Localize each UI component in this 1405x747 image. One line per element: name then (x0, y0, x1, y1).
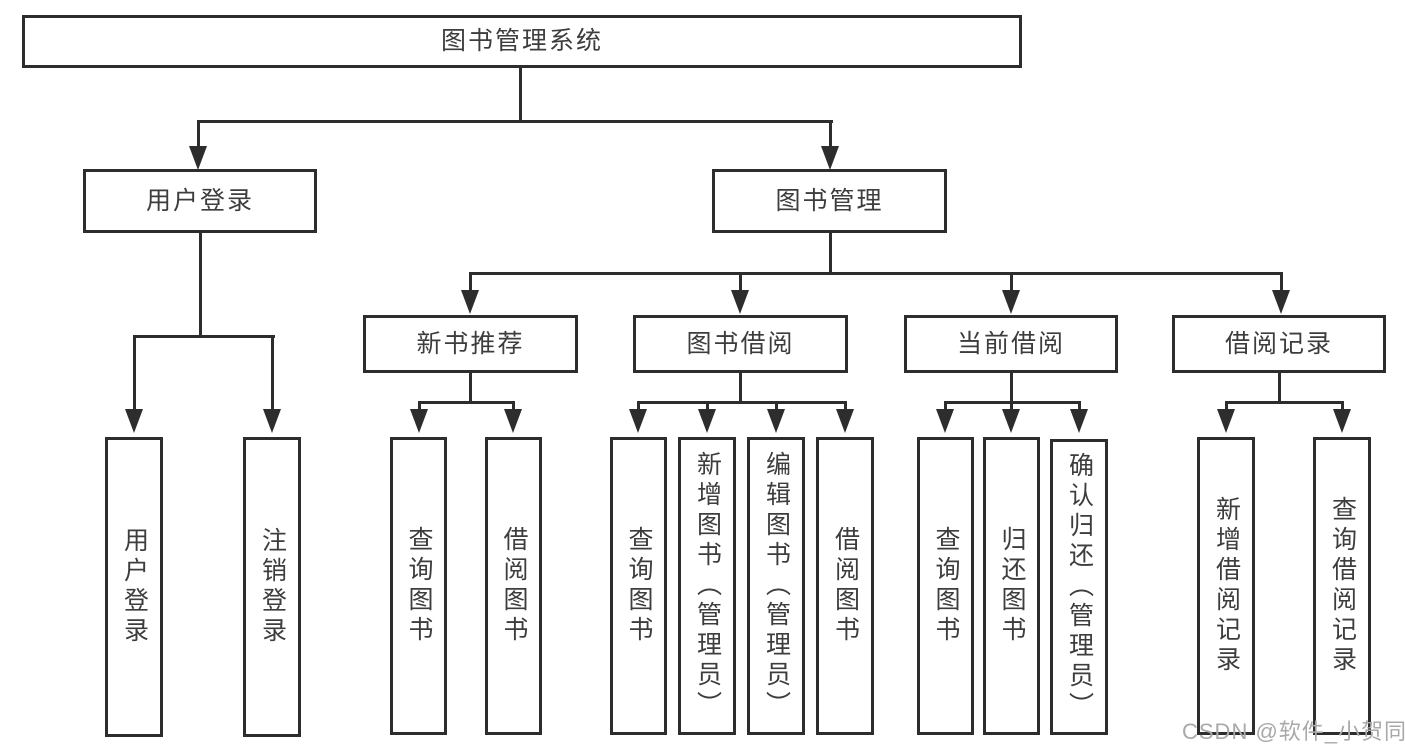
node-borrow-records: 借阅记录 (1172, 315, 1386, 373)
arrow-down-icon (263, 409, 281, 433)
node-cb-return-books: 归还图书 (983, 437, 1040, 735)
node-nb-borrow-books-label: 借阅图书 (500, 526, 528, 646)
arrow-down-icon (936, 409, 954, 433)
node-nb-query-books-label: 查询图书 (405, 526, 433, 646)
arrow-down-icon (821, 146, 839, 170)
node-cb-query-books: 查询图书 (917, 437, 974, 735)
connector-line (739, 373, 742, 403)
node-bb-edit-books-admin-label: 编辑图书（管理员） (762, 451, 791, 721)
node-current-borrow: 当前借阅 (904, 315, 1118, 373)
watermark: CSDN @软件_小贺同学 (1182, 719, 1405, 744)
connector-line (197, 120, 200, 150)
connector-line (739, 272, 742, 292)
connector-line (829, 232, 832, 274)
connector-line (1278, 373, 1281, 403)
node-bb-add-books-admin-label: 新增图书（管理员） (693, 451, 722, 721)
node-book-borrow: 图书借阅 (633, 315, 848, 373)
node-current-borrow-label: 当前借阅 (956, 329, 1065, 358)
arrow-down-icon (125, 409, 143, 433)
arrow-down-icon (189, 146, 207, 170)
node-bb-add-books-admin: 新增图书（管理员） (678, 437, 736, 735)
node-new-books-label: 新书推荐 (416, 329, 525, 358)
connector-line (1078, 401, 1081, 411)
node-user-login: 用户登录 (83, 169, 317, 233)
connector-line (829, 120, 832, 150)
arrow-down-icon (1002, 290, 1020, 314)
node-logout-action-label: 注销登录 (258, 527, 287, 647)
connector-line (637, 401, 846, 404)
node-new-books: 新书推荐 (363, 315, 578, 373)
connector-line (775, 401, 778, 411)
node-logout-action: 注销登录 (243, 437, 301, 737)
arrow-down-icon (461, 290, 479, 314)
node-bb-edit-books-admin: 编辑图书（管理员） (747, 437, 805, 735)
arrow-down-icon (1002, 409, 1020, 433)
connector-line (469, 373, 472, 403)
connector-line (418, 401, 515, 404)
connector-line (1010, 272, 1013, 292)
node-cb-confirm-return-admin-label: 确认归还（管理员） (1065, 452, 1094, 722)
arrow-down-icon (1070, 409, 1088, 433)
node-bb-query-books: 查询图书 (610, 437, 667, 735)
connector-line (133, 335, 136, 411)
node-cb-confirm-return-admin: 确认归还（管理员） (1050, 439, 1108, 735)
connector-line (418, 401, 421, 411)
node-user-login-label: 用户登录 (145, 186, 254, 215)
arrow-down-icon (836, 409, 854, 433)
node-root-label: 图书管理系统 (440, 27, 603, 55)
arrow-down-icon (629, 409, 647, 433)
arrow-down-icon (767, 409, 785, 433)
arrow-down-icon (1217, 409, 1235, 433)
connector-line (706, 401, 709, 411)
arrow-down-icon (1272, 290, 1290, 314)
node-login-action-label: 用户登录 (120, 527, 149, 647)
connector-line (944, 401, 947, 411)
connector-line (512, 401, 515, 411)
arrow-down-icon (731, 290, 749, 314)
node-cb-return-books-label: 归还图书 (998, 526, 1026, 646)
connector-line (1010, 401, 1013, 411)
arrow-down-icon (504, 409, 522, 433)
connector-line (1341, 401, 1344, 411)
arrow-down-icon (410, 409, 428, 433)
connector-line (271, 335, 274, 411)
node-br-query-record-label: 查询借阅记录 (1328, 496, 1357, 676)
connector-line (197, 120, 833, 123)
connector-line (1010, 373, 1013, 403)
connector-line (519, 67, 522, 122)
node-borrow-records-label: 借阅记录 (1224, 329, 1333, 358)
connector-line (133, 335, 275, 338)
node-book-mgmt: 图书管理 (712, 169, 947, 233)
node-nb-borrow-books: 借阅图书 (485, 437, 542, 735)
node-login-action: 用户登录 (105, 437, 163, 737)
node-nb-query-books: 查询图书 (390, 437, 447, 735)
node-cb-query-books-label: 查询图书 (932, 526, 960, 646)
node-book-borrow-label: 图书借阅 (686, 329, 795, 358)
node-bb-query-books-label: 查询图书 (625, 526, 653, 646)
connector-line (469, 272, 1283, 275)
node-br-add-record: 新增借阅记录 (1197, 437, 1255, 735)
node-root: 图书管理系统 (22, 15, 1022, 68)
connector-line (637, 401, 640, 411)
connector-line (1280, 272, 1283, 292)
connector-line (1225, 401, 1228, 411)
connector-line (1225, 401, 1343, 404)
connector-line (469, 272, 472, 292)
node-book-mgmt-label: 图书管理 (775, 186, 884, 215)
connector-line (844, 401, 847, 411)
arrow-down-icon (698, 409, 716, 433)
node-br-query-record: 查询借阅记录 (1313, 437, 1371, 735)
node-br-add-record-label: 新增借阅记录 (1212, 496, 1241, 676)
connector-line (199, 232, 202, 337)
node-bb-borrow-books-label: 借阅图书 (831, 526, 860, 646)
arrow-down-icon (1333, 409, 1351, 433)
node-bb-borrow-books: 借阅图书 (816, 437, 874, 735)
